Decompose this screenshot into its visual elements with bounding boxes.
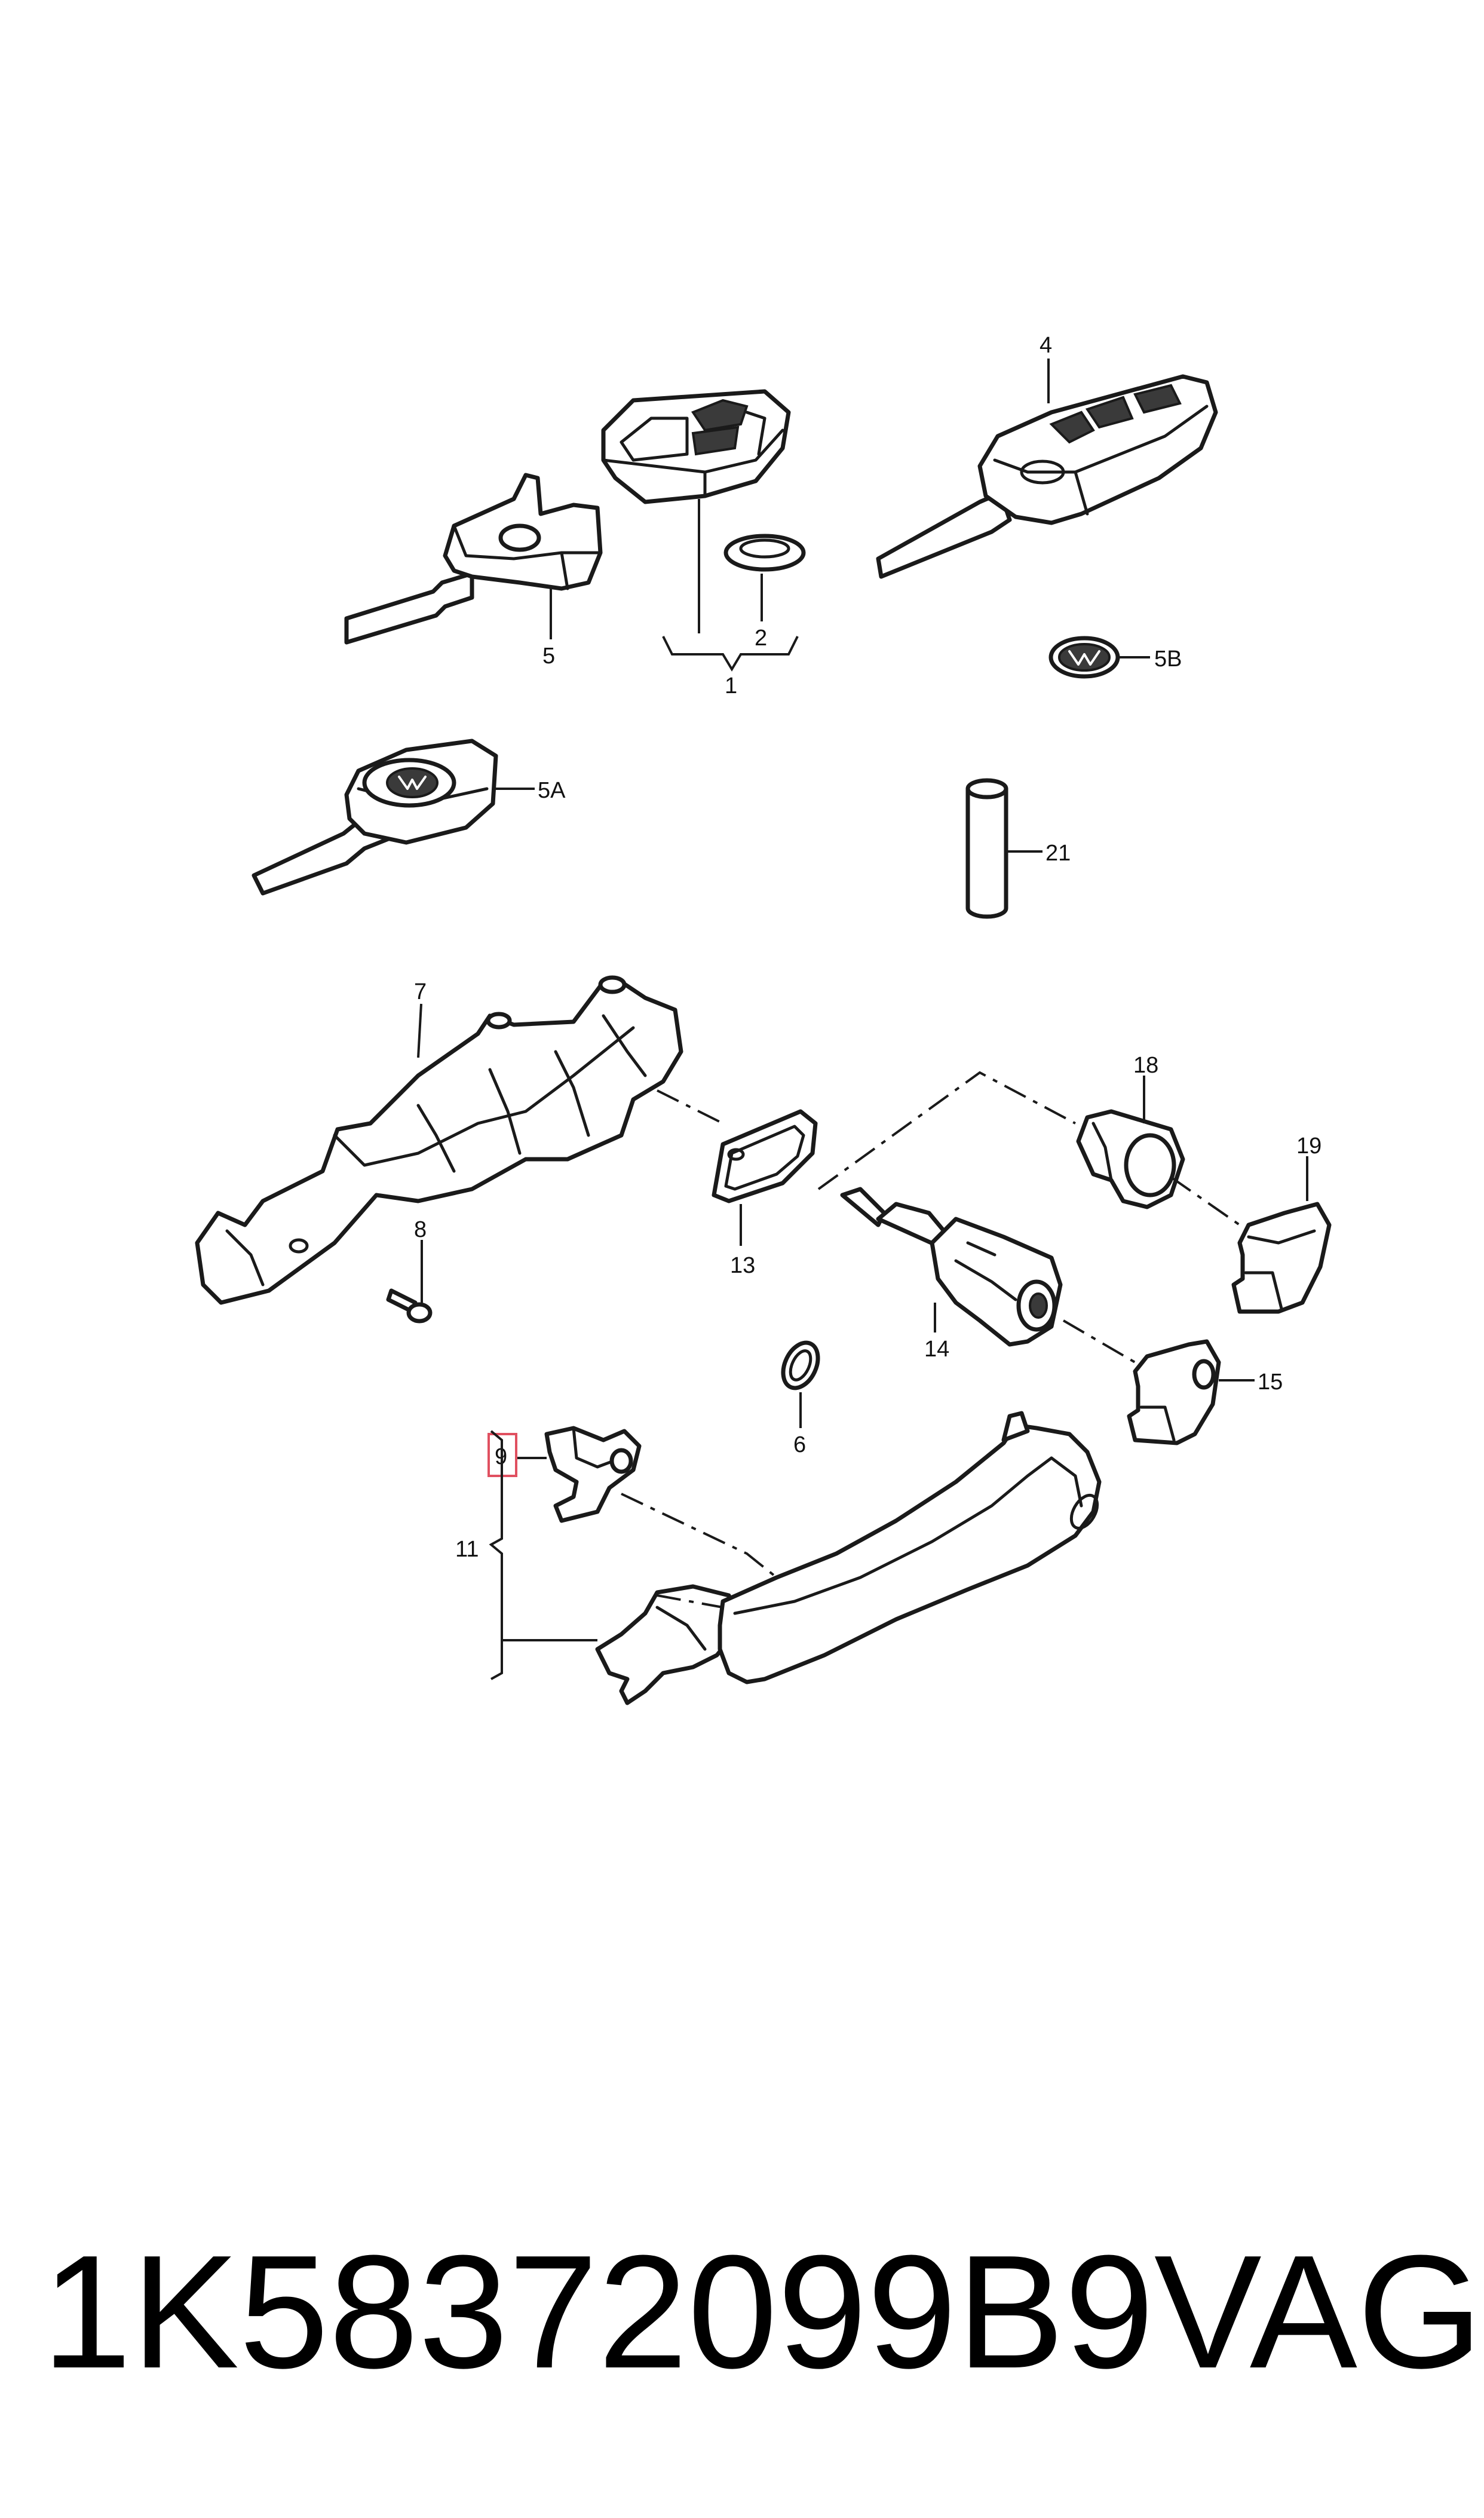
caption-bar: 1K58372099B9 VAG — [42, 2222, 1483, 2402]
callout-5a: 5A — [538, 778, 566, 803]
cap-part-19 — [1231, 1156, 1332, 1314]
key-blade-part-5 — [344, 473, 603, 645]
callout-8: 8 — [414, 1217, 427, 1242]
gasket-part-13 — [712, 1109, 818, 1246]
callout-6: 6 — [793, 1432, 806, 1457]
trim-cap-part-15 — [1127, 1339, 1255, 1445]
callout-18: 18 — [1133, 1053, 1158, 1078]
callout-14: 14 — [924, 1337, 949, 1362]
callout-5b: 5B — [1154, 647, 1182, 672]
fixed-key-part-5a — [252, 739, 535, 896]
lock-housing-part-18 — [1076, 1076, 1185, 1209]
rod-part-21 — [965, 778, 1043, 919]
callout-15: 15 — [1258, 1370, 1283, 1395]
battery-part-2 — [723, 534, 806, 621]
callout-7: 7 — [414, 979, 427, 1004]
bracket-part-9 — [515, 1426, 642, 1523]
callout-19: 19 — [1296, 1134, 1322, 1159]
emblem-part-5b — [1048, 636, 1150, 679]
brand-label: VAG — [1154, 2222, 1483, 2402]
bracket-part-1 — [662, 636, 799, 672]
callout-21: 21 — [1045, 841, 1071, 866]
assembly-lines — [621, 1071, 1241, 1609]
o-ring-part-6 — [781, 1340, 820, 1428]
screw-part-8 — [386, 1240, 433, 1324]
callout-5: 5 — [542, 644, 555, 669]
remote-unit-part-1 — [601, 389, 791, 633]
callout-2: 2 — [755, 626, 767, 651]
callout-4: 4 — [1040, 333, 1052, 358]
door-handle-part-11 — [489, 1411, 1102, 1705]
callout-11: 11 — [455, 1537, 479, 1562]
part-number-label: 1K58372099B9 — [42, 2222, 1154, 2402]
callout-1: 1 — [725, 673, 737, 699]
handle-carrier-part-7 — [195, 975, 683, 1305]
lock-cylinder-part-14 — [840, 1187, 1063, 1347]
callout-13: 13 — [730, 1253, 755, 1278]
folding-key-part-4 — [876, 359, 1218, 579]
